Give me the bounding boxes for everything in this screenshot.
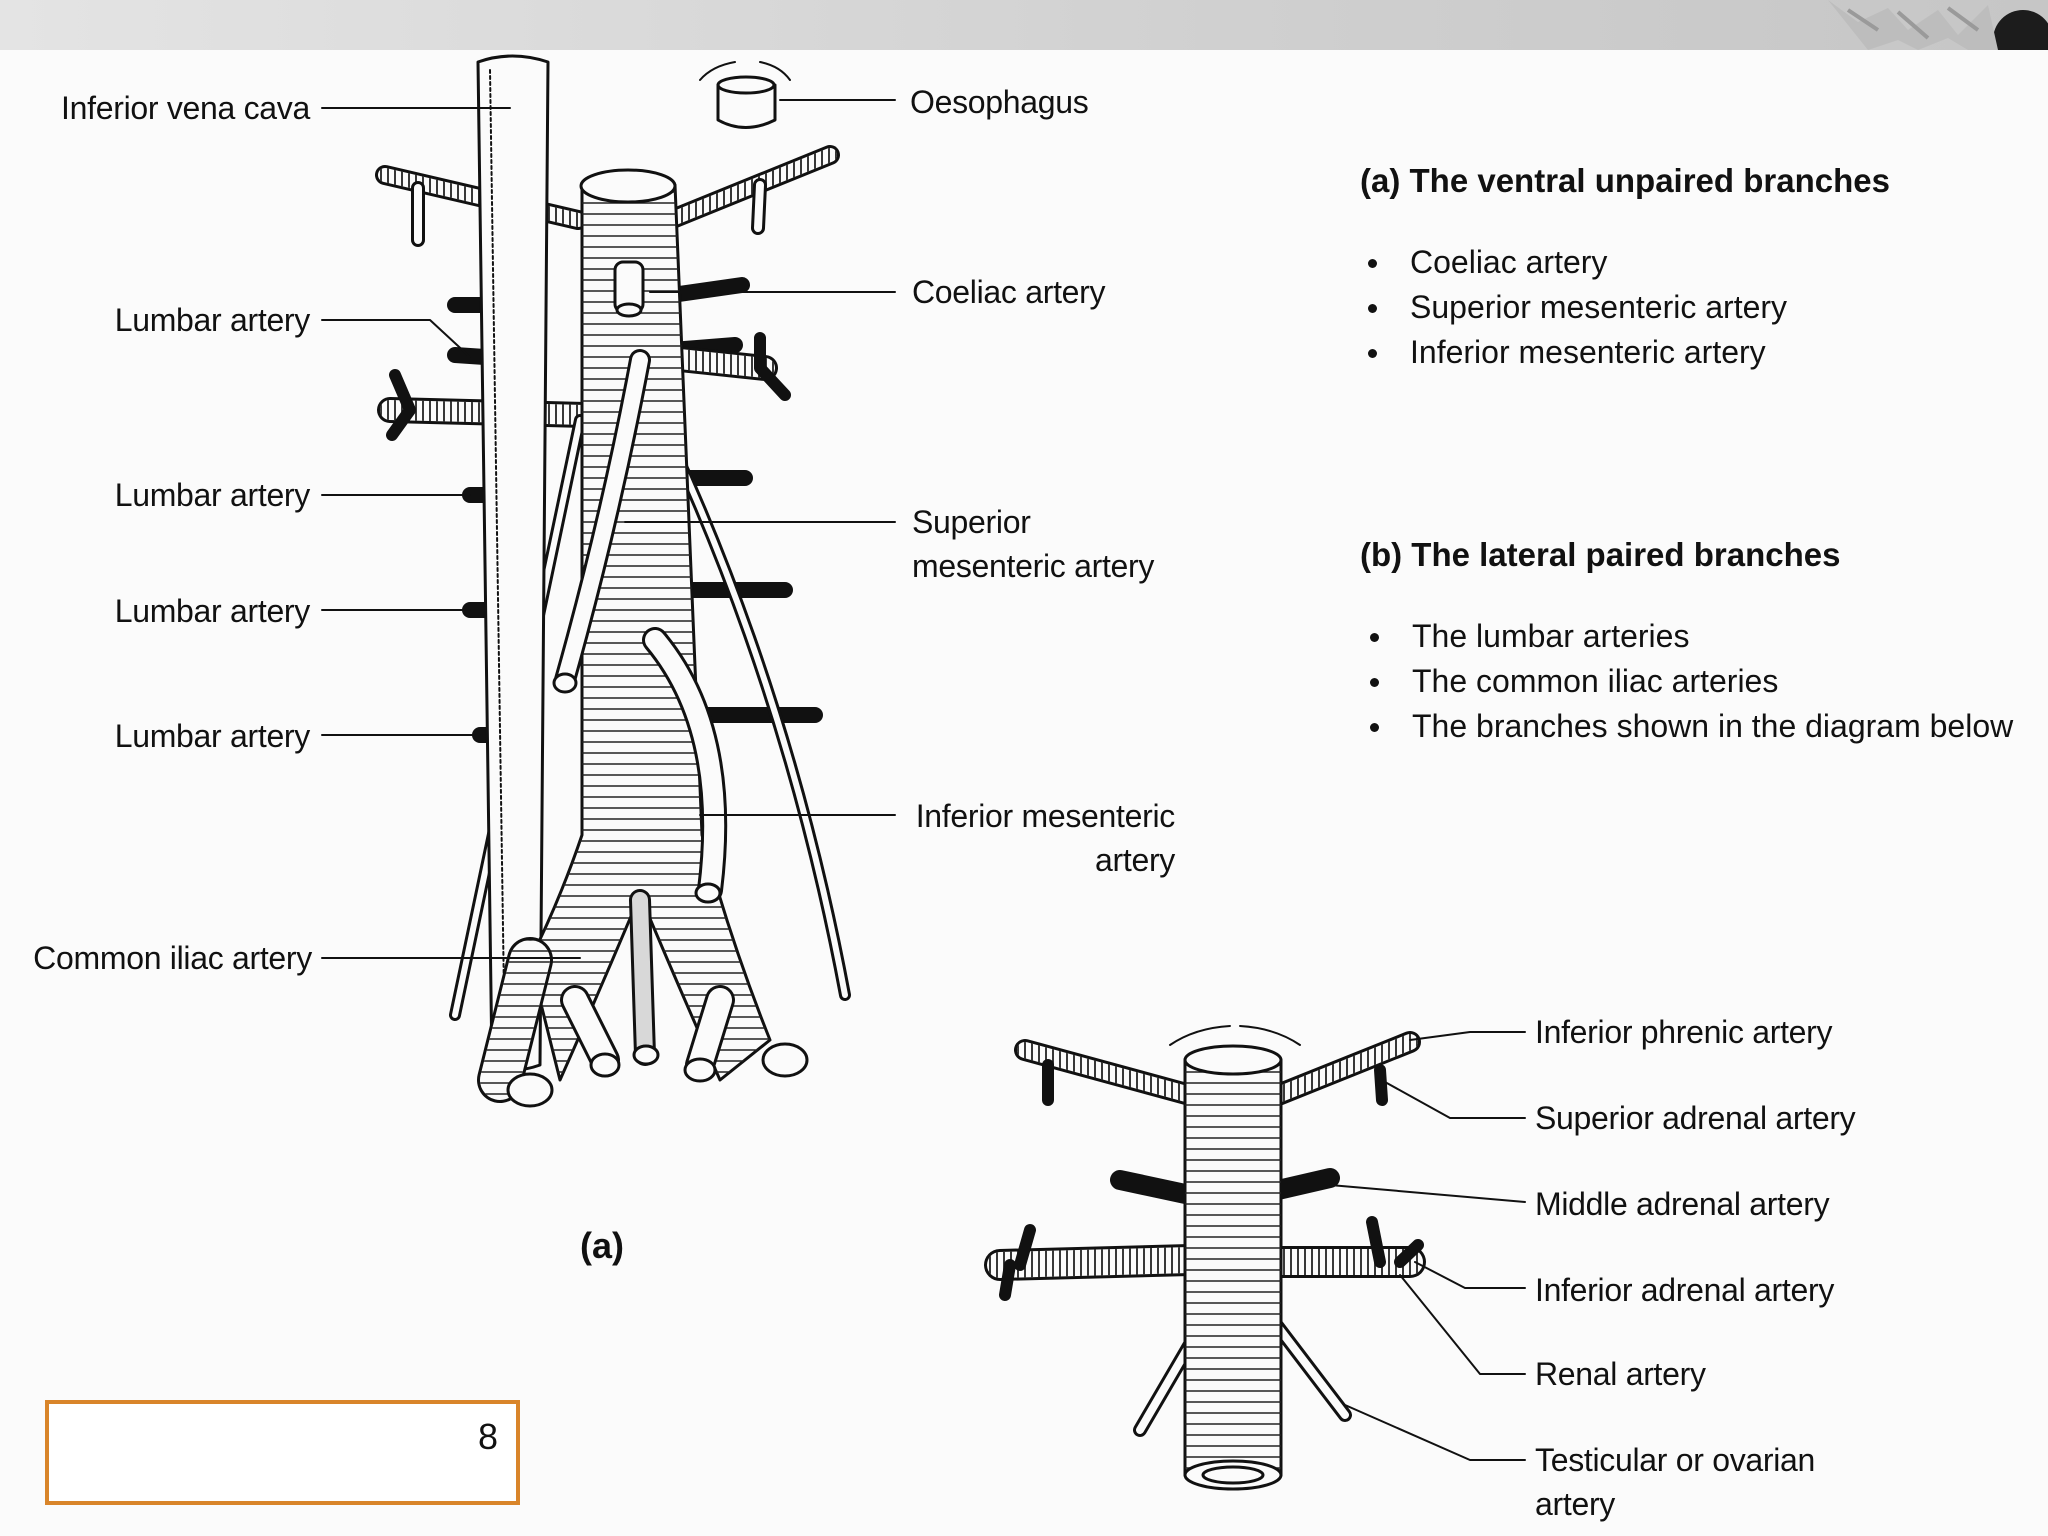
list-item: Superior mesenteric artery [1360, 285, 1787, 330]
leader-lines-a [321, 99, 896, 959]
label-oesophagus: Oesophagus [910, 84, 1089, 120]
label-lumbar-artery-4: Lumbar artery [114, 718, 311, 754]
label-ima-line2: artery [1095, 842, 1175, 878]
label-testicular-line1: Testicular or ovarian [1535, 1442, 1816, 1478]
label-inferior-vena-cava: Inferior vena cava [61, 90, 310, 126]
aorta-branch-diagram-b [984, 1025, 1426, 1491]
slide-number: 8 [477, 1416, 498, 1457]
list-item: The common iliac arteries [1362, 659, 2013, 704]
label-lumbar-artery-2: Lumbar artery [114, 477, 311, 513]
label-inferior-adrenal-artery: Inferior adrenal artery [1535, 1272, 1835, 1308]
list-ventral-branches: Coeliac artery Superior mesenteric arter… [1360, 240, 1787, 375]
slide-header-bar [0, 0, 2048, 50]
label-testicular-line2: artery [1535, 1486, 1615, 1522]
label-ima-line1: Inferior mesenteric [915, 798, 1176, 834]
label-coeliac-artery: Coeliac artery [912, 274, 1106, 310]
label-common-iliac-artery: Common iliac artery [33, 940, 312, 976]
heading-ventral-unpaired-branches: (a) The ventral unpaired branches [1360, 162, 1890, 199]
label-middle-adrenal-artery: Middle adrenal artery [1535, 1186, 1830, 1222]
list-item: Inferior mesenteric artery [1360, 330, 1787, 375]
list-item: The branches shown in the diagram below [1362, 704, 2013, 749]
leader-lines-b [1329, 1031, 1526, 1461]
label-sma-line2: mesenteric artery [912, 548, 1155, 584]
label-lumbar-artery-3: Lumbar artery [114, 593, 311, 629]
oesophagus-shape [699, 61, 791, 129]
heading-lateral-paired-branches: (b) The lateral paired branches [1360, 536, 1841, 573]
label-inferior-phrenic-artery: Inferior phrenic artery [1535, 1014, 1833, 1050]
caption-a: (a) [580, 1225, 624, 1266]
list-item: The lumbar arteries [1362, 614, 2013, 659]
slide-number-box: 8 [45, 1400, 520, 1505]
abdominal-aorta-shape [477, 168, 809, 1108]
label-renal-artery: Renal artery [1535, 1356, 1706, 1392]
inferior-vena-cava-shape [476, 54, 550, 1072]
label-superior-adrenal-artery: Superior adrenal artery [1535, 1100, 1856, 1136]
label-sma-line1: Superior [912, 504, 1031, 540]
label-lumbar-artery-1: Lumbar artery [114, 302, 311, 338]
header-decoration [1828, 0, 2048, 50]
list-lateral-branches: The lumbar arteries The common iliac art… [1362, 614, 2013, 749]
list-item: Coeliac artery [1360, 240, 1787, 285]
